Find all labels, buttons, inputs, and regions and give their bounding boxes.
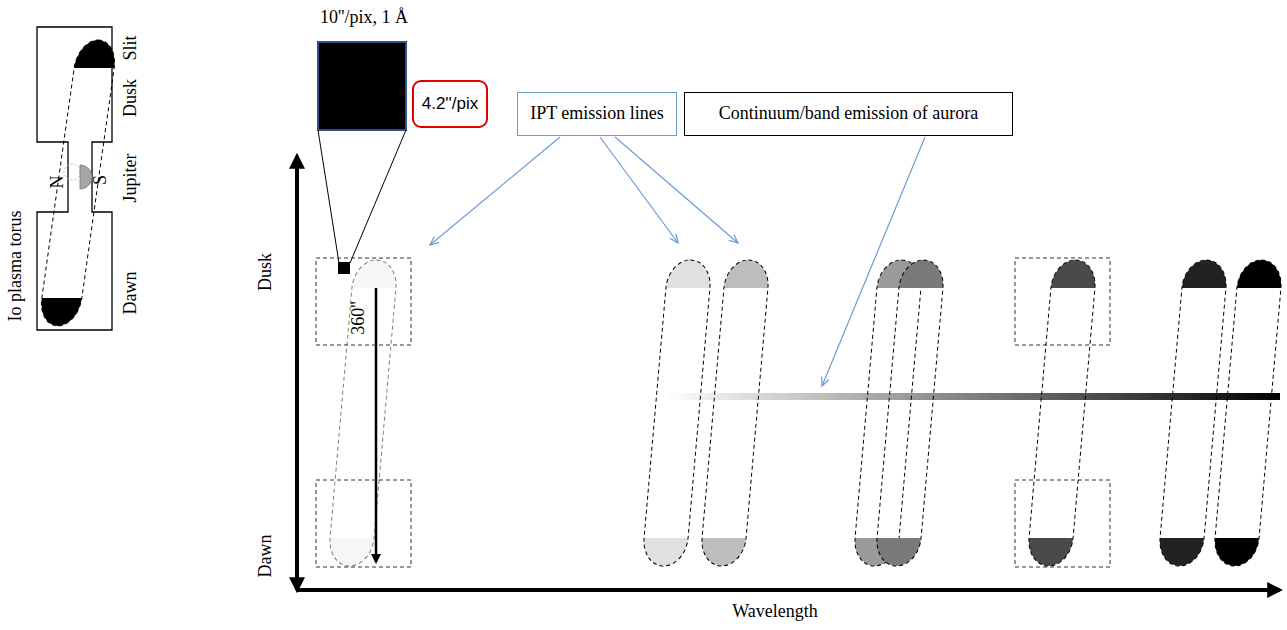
pixel bbox=[338, 262, 350, 274]
leader-arrow bbox=[600, 137, 678, 243]
emission-line-image bbox=[1158, 260, 1229, 566]
leader-arrow bbox=[822, 137, 925, 386]
dashed-window bbox=[316, 480, 411, 567]
torus-cap bbox=[700, 538, 746, 566]
torus-outline bbox=[700, 260, 771, 566]
emission-line-image bbox=[328, 260, 399, 566]
torus-outline bbox=[1213, 260, 1284, 566]
pole-label: N bbox=[48, 176, 68, 189]
axis-label: Wavelength bbox=[732, 602, 818, 622]
torus-cap bbox=[666, 260, 712, 288]
torus-cap bbox=[1237, 260, 1283, 288]
torus-cap bbox=[1182, 260, 1228, 288]
dashed-window bbox=[1015, 480, 1110, 567]
torus-cap bbox=[74, 40, 118, 68]
torus-cap bbox=[875, 538, 921, 566]
slit-outline bbox=[37, 27, 112, 330]
torus-cap bbox=[38, 298, 82, 326]
torus-cap bbox=[724, 260, 770, 288]
callout-box: IPT emission lines bbox=[517, 92, 677, 136]
torus-outline bbox=[328, 260, 399, 566]
planet-label: Jupiter bbox=[121, 154, 141, 203]
slit-axis bbox=[295, 156, 299, 590]
torus-outline bbox=[1027, 260, 1098, 566]
emission-line-image bbox=[1027, 260, 1098, 566]
zoom-line bbox=[318, 130, 339, 263]
dimension-label: 360'' bbox=[349, 301, 369, 335]
torus-outline bbox=[642, 260, 713, 566]
callout-text: 4.2''/pix bbox=[422, 95, 479, 114]
emission-line-image bbox=[700, 260, 771, 566]
pixel-zoom bbox=[318, 42, 406, 130]
wavelength-axis bbox=[297, 588, 1280, 592]
axis-label: Dusk bbox=[256, 253, 276, 291]
torus-cap bbox=[352, 260, 398, 288]
torus-cap bbox=[328, 538, 374, 566]
torus-cap bbox=[1051, 260, 1097, 288]
leader-arrow bbox=[430, 137, 560, 245]
callout-text: IPT emission lines bbox=[530, 104, 664, 124]
zoom-line bbox=[350, 130, 406, 263]
io-torus bbox=[38, 40, 118, 326]
leader-arrow bbox=[615, 137, 738, 243]
torus-outline bbox=[1158, 260, 1229, 566]
emission-line-image bbox=[875, 260, 946, 566]
resolution-callout: 4.2''/pix bbox=[412, 80, 488, 128]
callout-box: Continuum/band emission of aurora bbox=[684, 92, 1013, 136]
emission-line-image bbox=[1213, 260, 1284, 566]
direction-label: Dusk bbox=[121, 79, 141, 117]
dashed-window bbox=[1015, 258, 1110, 345]
axis-label: Dawn bbox=[256, 535, 276, 578]
callout-text: Continuum/band emission of aurora bbox=[719, 104, 978, 124]
torus-cap bbox=[1213, 538, 1259, 566]
direction-label: Dawn bbox=[121, 272, 141, 315]
emission-line-image bbox=[642, 260, 713, 566]
torus-cap bbox=[1158, 538, 1204, 566]
torus-cap bbox=[642, 538, 688, 566]
torus-cap bbox=[1027, 538, 1073, 566]
pole-label: S bbox=[91, 175, 111, 185]
torus-outline bbox=[875, 260, 946, 566]
torus-cap bbox=[899, 260, 945, 288]
slit-label: Slit bbox=[121, 35, 141, 60]
torus-outline bbox=[38, 40, 118, 326]
torus-label: Io plasma torus bbox=[6, 211, 26, 322]
dashed-window bbox=[316, 258, 411, 345]
pixel-scale-label: 10''/pix, 1 Å bbox=[320, 8, 408, 28]
aurora-continuum bbox=[665, 393, 1280, 400]
